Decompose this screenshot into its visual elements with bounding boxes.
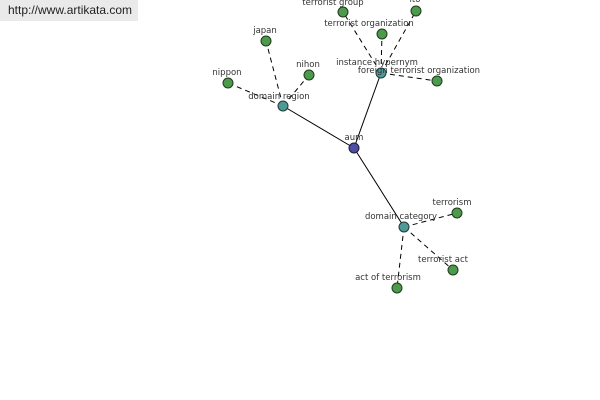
label-nippon: nippon <box>212 68 241 78</box>
node-terrorist-organization[interactable] <box>376 28 388 40</box>
label-instance-hypernym: instance hypernym <box>336 58 418 68</box>
site-url-link[interactable]: http://www.artikata.com <box>0 0 138 21</box>
edge-domain-region-japan <box>265 40 284 107</box>
edge-aum-domain-category <box>353 147 405 228</box>
node-terrorism[interactable] <box>451 207 463 219</box>
node-instance-hypernym[interactable] <box>375 67 387 79</box>
edge-instance-hypernym-terrorist-organization <box>380 33 383 74</box>
node-japan[interactable] <box>260 35 272 47</box>
edge-aum-instance-hypernym <box>353 72 382 149</box>
label-foreign-terrorist-organization: foreign terrorist organization <box>358 66 480 76</box>
label-act-of-terrorism: act of terrorism <box>355 273 421 283</box>
label-japan: japan <box>252 26 277 36</box>
edge-domain-category-act-of-terrorism <box>396 226 405 289</box>
label-domain-category: domain category <box>365 212 437 222</box>
node-domain-region[interactable] <box>277 100 289 112</box>
label-terrorism: terrorism <box>433 198 472 208</box>
edge-domain-category-terrorist-act <box>403 226 454 271</box>
label-terrorist-organization: terrorist organization <box>324 19 414 29</box>
node-foreign-terrorist-organization[interactable] <box>431 75 443 87</box>
edge-aum-domain-region <box>282 105 355 149</box>
edge-instance-hypernym-ito <box>380 10 417 74</box>
edge-instance-hypernym-terrorist-group <box>342 11 382 74</box>
node-ito[interactable] <box>410 5 422 17</box>
edge-domain-category-terrorism <box>403 212 458 228</box>
node-nihon[interactable] <box>303 69 315 81</box>
label-nihon: nihon <box>296 60 320 70</box>
label-terrorist-act: terrorist act <box>418 255 469 265</box>
node-nippon[interactable] <box>222 77 234 89</box>
label-terrorist-group: terrorist group <box>302 0 363 8</box>
node-terrorist-group[interactable] <box>337 6 349 18</box>
edge-instance-hypernym-foreign-terrorist-organization <box>380 72 438 82</box>
node-aum[interactable] <box>348 142 360 154</box>
label-domain-region: domain region <box>248 92 309 102</box>
label-aum: aum <box>345 133 364 143</box>
label-ito: ito <box>410 0 421 5</box>
node-domain-category[interactable] <box>398 221 410 233</box>
edge-domain-region-nippon <box>227 82 284 107</box>
node-terrorist-act[interactable] <box>447 264 459 276</box>
edge-domain-region-nihon <box>282 74 310 107</box>
node-act-of-terrorism[interactable] <box>391 282 403 294</box>
